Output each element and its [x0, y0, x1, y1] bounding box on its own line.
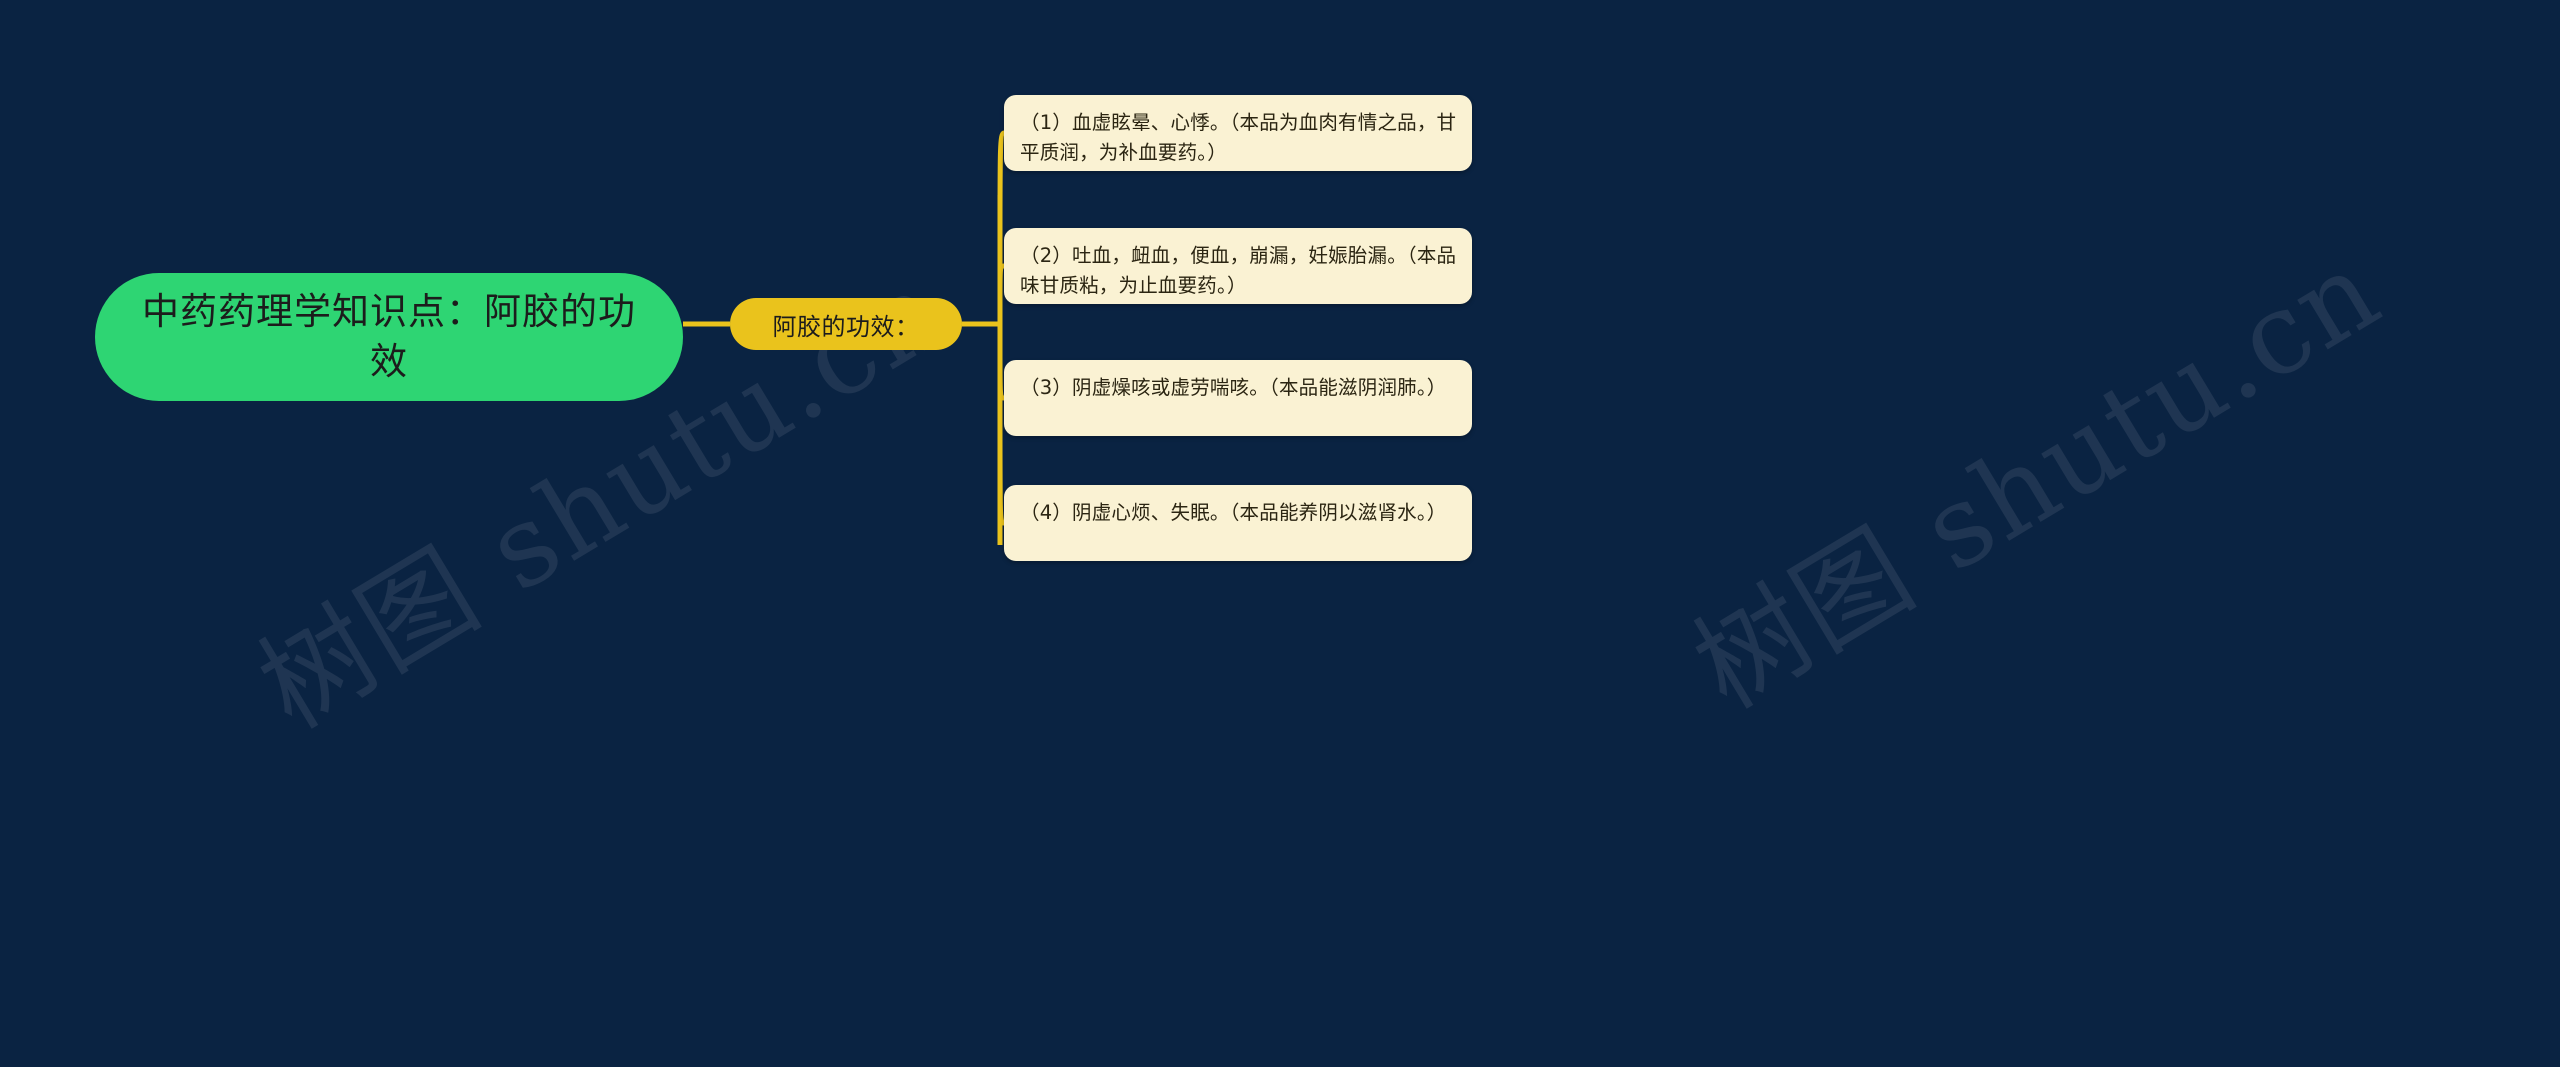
root-node[interactable]: 中药药理学知识点：阿胶的功效 — [95, 273, 683, 401]
root-node-label: 中药药理学知识点：阿胶的功效 — [142, 289, 636, 383]
leaf-node-4-label: （4）阴虚心烦、失眠。（本品能养阴以滋肾水。） — [1020, 501, 1447, 524]
branch-node[interactable]: 阿胶的功效： — [730, 298, 962, 350]
leaf-node-3-label: （3）阴虚燥咳或虚劳喘咳。（本品能滋阴润肺。） — [1020, 376, 1447, 399]
branch-node-label: 阿胶的功效： — [772, 312, 920, 341]
leaf-node-3[interactable]: （3）阴虚燥咳或虚劳喘咳。（本品能滋阴润肺。） — [1004, 360, 1472, 436]
leaf-node-2-label: （2）吐血，衄血，便血，崩漏，妊娠胎漏。（本品味甘质粘，为止血要药。） — [1020, 244, 1457, 297]
leaf-node-1[interactable]: （1）血虚眩晕、心悸。（本品为血肉有情之品，甘平质润，为补血要药。） — [1004, 95, 1472, 171]
leaf-node-1-label: （1）血虚眩晕、心悸。（本品为血肉有情之品，甘平质润，为补血要药。） — [1020, 111, 1457, 164]
leaf-node-4[interactable]: （4）阴虚心烦、失眠。（本品能养阴以滋肾水。） — [1004, 485, 1472, 561]
watermark-right: 树图 shutu.cn — [1673, 225, 2402, 734]
leaf-node-2[interactable]: （2）吐血，衄血，便血，崩漏，妊娠胎漏。（本品味甘质粘，为止血要药。） — [1004, 228, 1472, 304]
